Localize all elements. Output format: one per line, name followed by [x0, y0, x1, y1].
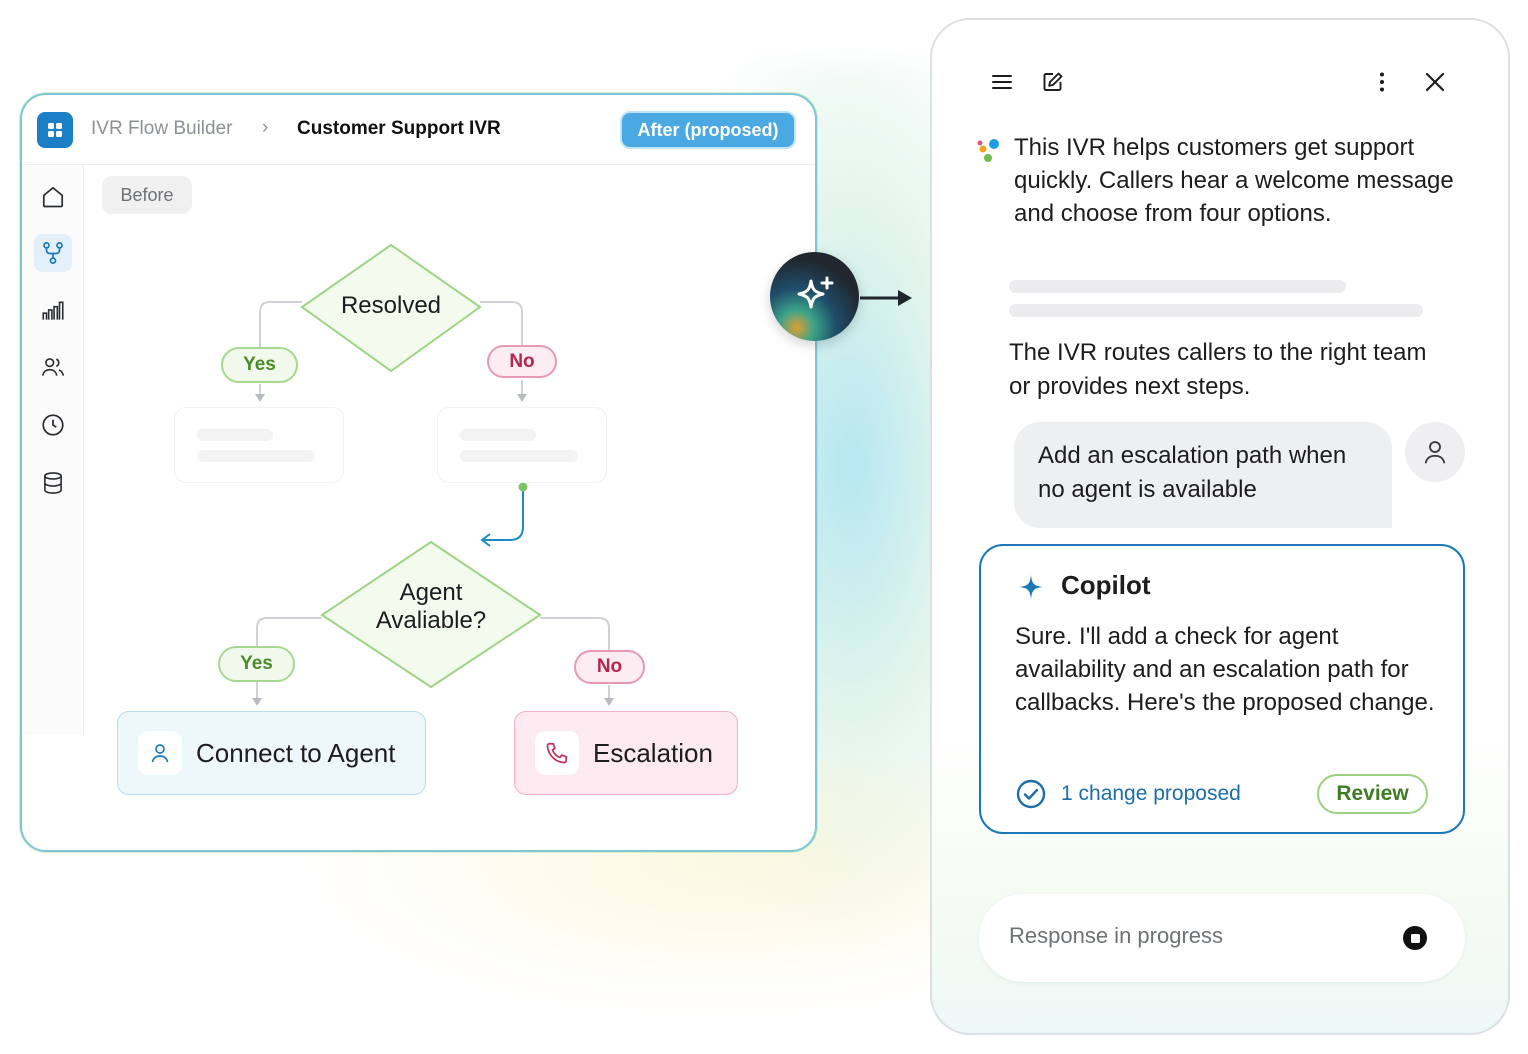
branch-yes-badge: Yes: [218, 646, 295, 682]
copilot-card-body: Sure. I'll add a check for agent availab…: [1015, 623, 1435, 716]
person-icon: [1424, 441, 1446, 464]
assistant-message-intro: This IVR helps customers get support qui…: [1014, 134, 1454, 227]
history-icon: [42, 414, 64, 436]
user-message: Add an escalation path when no agent is …: [1014, 422, 1392, 528]
sparkle-icon: [1019, 575, 1043, 599]
ai-sparkle-badge: [770, 252, 859, 341]
node-connect-to-agent[interactable]: Connect to Agent: [117, 711, 426, 795]
flow-connectors: [252, 243, 614, 706]
chevron-right-icon: ›: [262, 117, 269, 138]
branch-no-badge: No: [487, 345, 557, 378]
copilot-response-card: Copilot Sure. I'll add a check for agent…: [979, 544, 1465, 834]
sidebar-item-data[interactable]: [34, 464, 72, 502]
placeholder-node: [437, 407, 607, 483]
chat-input[interactable]: Response in progress: [979, 894, 1465, 982]
home-icon: [42, 186, 64, 208]
branch-no-badge: No: [574, 650, 645, 684]
builder-header: IVR Flow Builder › Customer Support IVR …: [22, 95, 815, 165]
branch-yes-badge: Yes: [221, 347, 298, 383]
assistant-avatar-icon: [977, 139, 999, 162]
more-options-icon[interactable]: [1367, 67, 1397, 97]
change-status: 1 change proposed: [1015, 778, 1241, 810]
users-icon: [41, 358, 65, 376]
check-circle-icon: [1016, 779, 1046, 809]
breadcrumb-page-title: Customer Support IVR: [297, 118, 501, 139]
phone-icon: [535, 731, 579, 775]
stop-button[interactable]: [1403, 926, 1427, 950]
copilot-card-title: Copilot: [1061, 570, 1151, 600]
database-icon: [44, 472, 62, 494]
node-escalation[interactable]: Escalation: [514, 711, 738, 795]
sidebar: [22, 165, 84, 735]
flow-icon: [43, 242, 63, 264]
loading-skeleton: [1009, 280, 1346, 293]
close-icon[interactable]: [1420, 67, 1450, 97]
new-chat-icon[interactable]: [1038, 67, 1068, 97]
copilot-panel: This IVR helps customers get support qui…: [930, 18, 1510, 1035]
sidebar-item-users[interactable]: [34, 348, 72, 386]
person-icon: [138, 731, 182, 775]
placeholder-node: [174, 407, 344, 483]
node-label: Escalation: [593, 737, 713, 768]
assistant-message-routing: The IVR routes callers to the right team…: [1009, 339, 1427, 400]
change-count-text: 1 change proposed: [1061, 782, 1241, 805]
user-avatar: [1405, 422, 1465, 482]
breadcrumb-app[interactable]: IVR Flow Builder: [91, 118, 233, 139]
decision-agent-available-label: Agent Avaliable?: [375, 579, 487, 634]
node-label: Connect to Agent: [196, 737, 396, 768]
sidebar-item-analytics[interactable]: [34, 292, 72, 330]
after-proposed-toggle[interactable]: After (proposed): [620, 111, 796, 149]
loading-skeleton: [1009, 304, 1423, 317]
analytics-icon: [42, 301, 64, 320]
sidebar-item-flows[interactable]: [34, 234, 72, 272]
stop-icon: [1410, 933, 1420, 943]
app-logo[interactable]: [37, 112, 73, 148]
before-view-toggle[interactable]: Before: [102, 176, 192, 214]
review-button[interactable]: Review: [1317, 774, 1428, 814]
chat-input-status: Response in progress: [1009, 923, 1224, 948]
flow-builder-window: IVR Flow Builder › Customer Support IVR …: [20, 93, 817, 852]
arrow-right-icon: [860, 290, 912, 306]
sidebar-item-history[interactable]: [34, 406, 72, 444]
diamond-resolved: [300, 243, 482, 373]
sidebar-item-home[interactable]: [34, 178, 72, 216]
grid-icon: [48, 123, 62, 137]
sparkle-icon: [797, 276, 833, 308]
diamond-agent-available: [320, 540, 542, 689]
decision-resolved-label: Resolved: [340, 292, 442, 319]
menu-icon[interactable]: [987, 67, 1017, 97]
